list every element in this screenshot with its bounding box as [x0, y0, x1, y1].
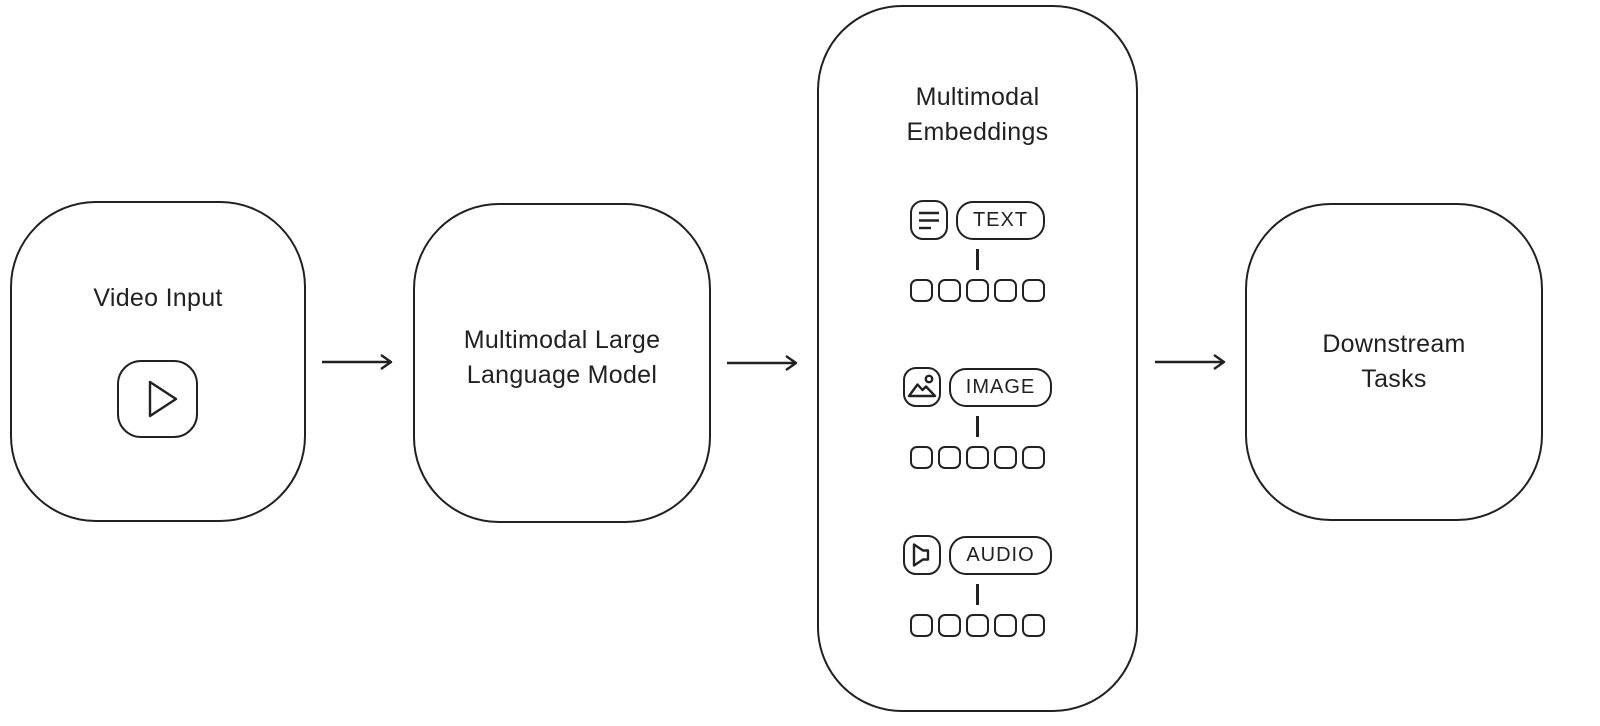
mllm-node: Multimodal Large Language Model	[413, 203, 711, 523]
connector-line	[976, 416, 979, 437]
audio-tag: AUDIO	[949, 535, 1052, 575]
video-input-node: Video Input	[10, 201, 306, 522]
speaker-icon	[903, 535, 942, 575]
audio-token-row	[910, 614, 1045, 637]
arrow-video-to-mllm	[321, 352, 401, 377]
embedding-token	[910, 614, 933, 637]
embedding-token	[1022, 279, 1045, 302]
embedding-token	[994, 446, 1017, 469]
text-tag: TEXT	[955, 200, 1046, 240]
arrow-embeddings-to-downstream	[1154, 352, 1234, 377]
image-tag: IMAGE	[948, 367, 1053, 407]
text-token-row	[910, 279, 1045, 302]
arrow-mllm-to-embeddings	[726, 353, 806, 378]
connector-line	[976, 249, 979, 270]
downstream-tasks-label: Downstream Tasks	[1322, 330, 1466, 393]
embedding-token	[994, 279, 1017, 302]
embedding-token	[910, 279, 933, 302]
embedding-token	[938, 279, 961, 302]
image-modality-row: IMAGE	[819, 367, 1136, 469]
embedding-token	[938, 446, 961, 469]
video-input-label: Video Input	[93, 284, 223, 312]
audio-modality-row: AUDIO	[819, 535, 1136, 637]
play-icon	[117, 360, 198, 438]
embedding-token	[938, 614, 961, 637]
embedding-token	[966, 614, 989, 637]
embedding-token	[910, 446, 933, 469]
embedding-token	[966, 446, 989, 469]
downstream-tasks-node: Downstream Tasks	[1245, 203, 1543, 521]
mllm-label: Multimodal Large Language Model	[463, 326, 661, 389]
embedding-token	[994, 614, 1017, 637]
image-icon	[902, 367, 941, 407]
embedding-token	[1022, 446, 1045, 469]
embedding-token	[1022, 614, 1045, 637]
embedding-token	[966, 279, 989, 302]
embeddings-title: Multimodal Embeddings	[906, 83, 1049, 146]
connector-line	[976, 584, 979, 605]
embeddings-node: Multimodal Embeddings TEXT	[817, 5, 1138, 712]
text-modality-row: TEXT	[819, 200, 1136, 302]
image-token-row	[910, 446, 1045, 469]
text-lines-icon	[909, 200, 948, 240]
